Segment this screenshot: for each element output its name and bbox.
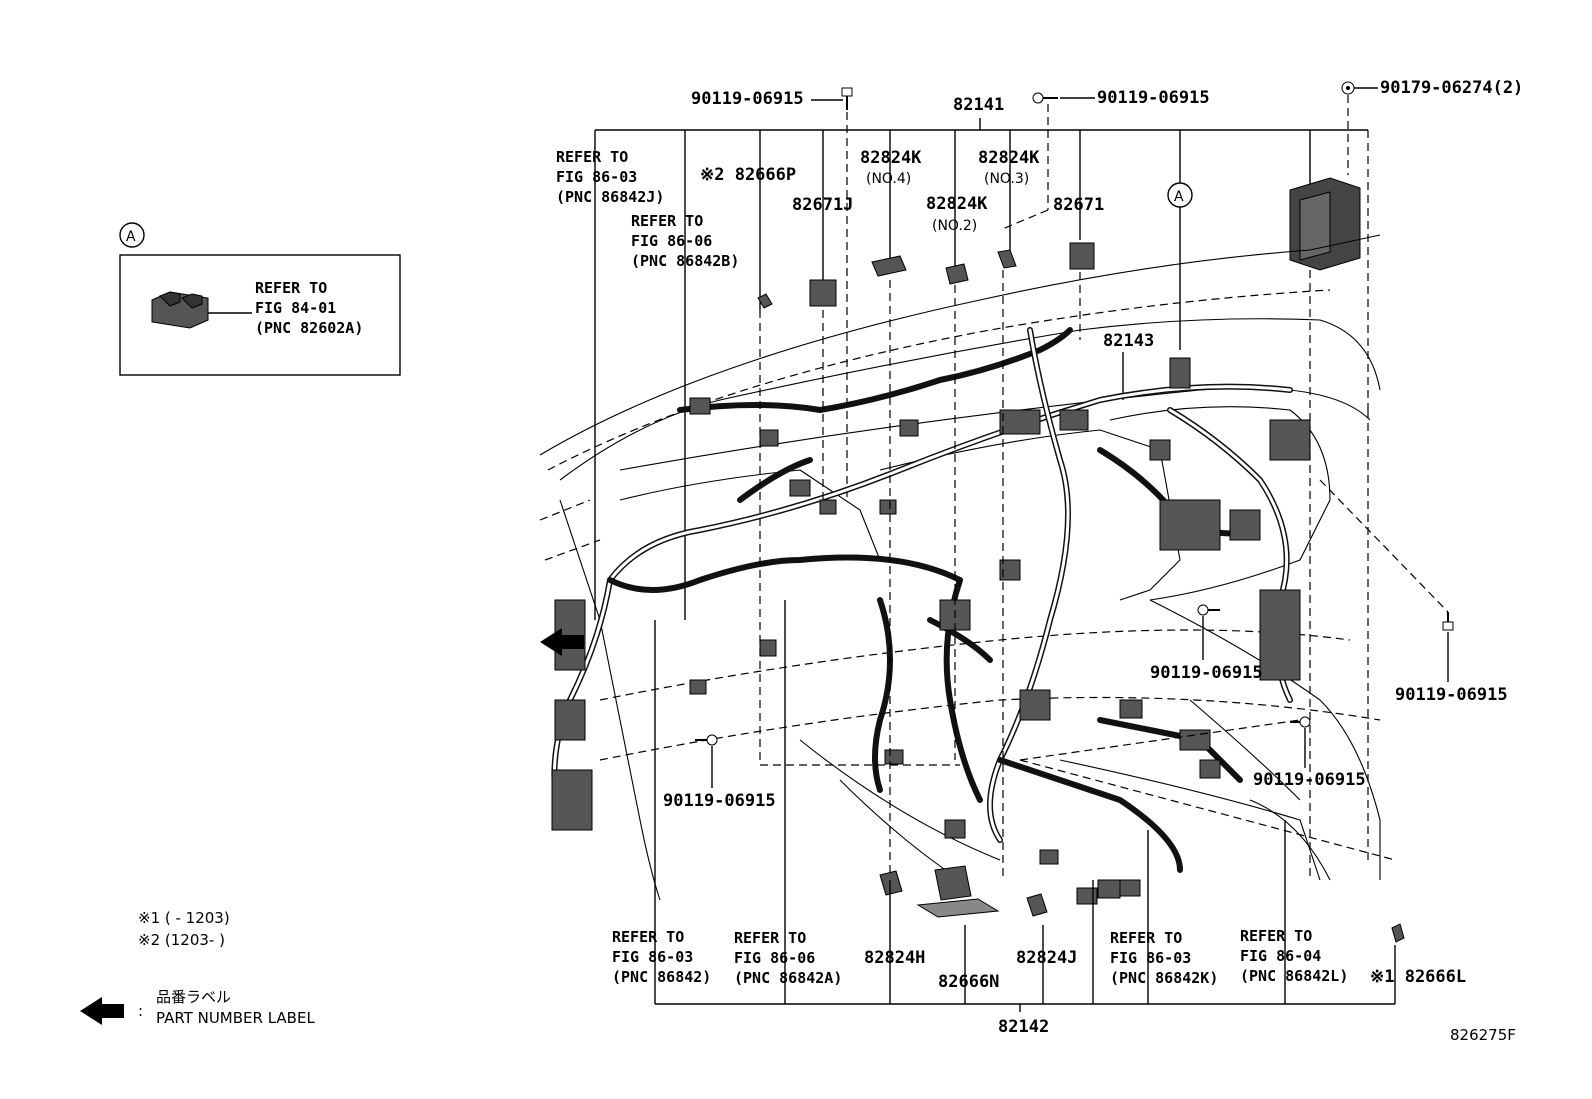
part-82671j-label: 82671J — [792, 195, 853, 215]
inset-box — [119, 254, 401, 376]
part-82824k-no2-label: 82824K — [926, 194, 988, 214]
legend-jp-label: 品番ラベル — [156, 988, 231, 1006]
refer-8603k-line2: FIG 86-03 — [1110, 949, 1191, 967]
assy-82141-bracket — [594, 118, 1369, 620]
refer-8603k-line3: (PNC 86842K) — [1110, 969, 1218, 987]
figure-id: 826275F — [1450, 1026, 1516, 1044]
refer-8606b-line1: REFER TO — [631, 212, 703, 230]
refer-8606b-line3: (PNC 86842B) — [631, 252, 739, 270]
part-number-label-arrow — [540, 628, 584, 656]
assy-82142-bracket — [654, 600, 1396, 1012]
part-82824k-no3-label: 82824K — [978, 148, 1040, 168]
refer-8603j-line3: (PNC 86842J) — [556, 188, 664, 206]
wire-harness — [551, 327, 1293, 873]
note-2: ※2 (1203- ) — [138, 931, 225, 949]
refer-8603-line2: FIG 86-03 — [612, 948, 693, 966]
bolt-right-2-label: 90119-06915 — [1395, 685, 1508, 705]
part-82824k-no4-label: 82824K — [860, 148, 922, 168]
circle-a-marker — [1167, 182, 1193, 208]
circle-a-marker — [119, 222, 145, 248]
refer-8604l-line3: (PNC 86842L) — [1240, 967, 1348, 985]
inset-refer-line1: REFER TO — [255, 279, 327, 297]
bolt-left-label: 90119-06915 — [663, 791, 776, 811]
part-82666l-label: ※1 82666L — [1370, 967, 1466, 987]
circle-a-label: A — [1174, 189, 1184, 205]
no2-label: (NO.2) — [932, 218, 977, 234]
assy-82141-label: 82141 — [953, 95, 1004, 115]
bolt-icon — [695, 734, 718, 746]
bolt-icon — [1442, 612, 1454, 631]
refer-8606a-line3: (PNC 86842A) — [734, 969, 842, 987]
inset-refer-line3: (PNC 82602A) — [255, 319, 363, 337]
part-82143-label: 82143 — [1103, 331, 1154, 351]
connector-82671 — [1069, 242, 1095, 270]
refer-8603k-line1: REFER TO — [1110, 929, 1182, 947]
legend-en-label: PART NUMBER LABEL — [156, 1009, 315, 1027]
refer-8603j-line2: FIG 86-03 — [556, 168, 637, 186]
clip-82666l — [1391, 923, 1405, 943]
connector-82671j — [809, 279, 837, 307]
bolt-icon — [1032, 92, 1058, 104]
part-82824j-label: 82824J — [1016, 948, 1077, 968]
refer-8606b-line2: FIG 86-06 — [631, 232, 712, 250]
part-82671-label: 82671 — [1053, 195, 1104, 215]
no3-label: (NO.3) — [984, 171, 1029, 187]
bolt-icon — [1197, 604, 1220, 616]
part-82666p-label: ※2 82666P — [700, 165, 796, 185]
refer-8603-line1: REFER TO — [612, 928, 684, 946]
dashed-leaders — [759, 270, 1396, 880]
relay-block-82666n — [916, 865, 1000, 918]
connector-bottom-right — [1076, 879, 1141, 905]
refer-8606a-line1: REFER TO — [734, 929, 806, 947]
assy-82142-label: 82142 — [998, 1017, 1049, 1037]
clip-icon — [1341, 81, 1355, 95]
bolt-right-3-label: 90119-06915 — [1253, 770, 1366, 790]
bolt-right-1-label: 90119-06915 — [1150, 663, 1263, 683]
relay-block-top-right — [1289, 177, 1361, 271]
bolt-icon — [841, 87, 853, 110]
inset-circle-label: A — [126, 229, 136, 245]
legend-arrow-icon — [80, 997, 124, 1025]
bolt-top-left-label: 90119-06915 — [691, 89, 804, 109]
refer-8604l-line2: FIG 86-04 — [1240, 947, 1321, 965]
bolt-icon — [1290, 716, 1311, 728]
inset-refer-line2: FIG 84-01 — [255, 299, 336, 317]
connector-82824j — [1026, 893, 1048, 917]
part-82666n-label: 82666N — [938, 972, 999, 992]
no4-label: (NO.4) — [866, 171, 911, 187]
inset-a: A REFER TO FIG 84-01 (PNC 82602A) — [119, 222, 401, 376]
refer-8604l-line1: REFER TO — [1240, 927, 1312, 945]
bolt-top-mid-label: 90119-06915 — [1097, 88, 1210, 108]
connector-82824k-no2 — [945, 263, 969, 285]
connector-82824k-no4 — [871, 255, 907, 277]
connector-82824k-no3 — [997, 249, 1017, 269]
clip-top-right-label: 90179-06274(2) — [1380, 78, 1523, 98]
connector-82824h — [879, 870, 903, 896]
clip-82666p — [757, 293, 773, 309]
relay-block-icon — [151, 291, 209, 329]
refer-8603j-line1: REFER TO — [556, 148, 628, 166]
harness-connectors — [551, 357, 1311, 865]
refer-8603-line3: (PNC 86842) — [612, 968, 711, 986]
part-82824h-label: 82824H — [864, 948, 925, 968]
legend-colon: : — [138, 1002, 143, 1020]
refer-8606a-line2: FIG 86-06 — [734, 949, 815, 967]
note-1: ※1 ( - 1203) — [138, 909, 230, 927]
